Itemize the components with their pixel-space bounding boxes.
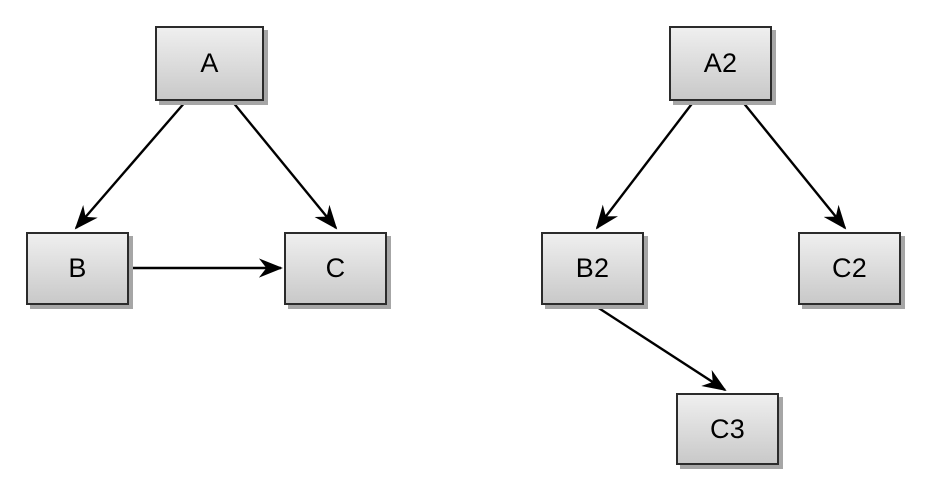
node-c2[interactable]: C2	[798, 232, 901, 305]
edge-a2-c2[interactable]	[741, 100, 847, 230]
edge-a-c[interactable]	[231, 100, 338, 230]
node-label: B	[68, 253, 87, 283]
node-label: B2	[575, 253, 610, 283]
node-label: A2	[703, 48, 738, 78]
node-c3[interactable]: C3	[676, 393, 779, 465]
edge-group	[74, 100, 847, 392]
node-a2[interactable]: A2	[669, 26, 772, 101]
edge-a2-b2[interactable]	[595, 100, 695, 230]
node-label: A	[200, 48, 219, 78]
node-c[interactable]: C	[284, 232, 387, 305]
node-label: C	[325, 253, 346, 283]
node-b2[interactable]: B2	[541, 232, 644, 305]
node-label: C2	[832, 253, 867, 283]
edge-b2-c3[interactable]	[593, 303, 727, 392]
edge-a-b[interactable]	[74, 100, 187, 230]
node-b[interactable]: B	[26, 232, 129, 305]
node-a[interactable]: A	[155, 26, 264, 101]
node-label: C3	[710, 413, 745, 444]
